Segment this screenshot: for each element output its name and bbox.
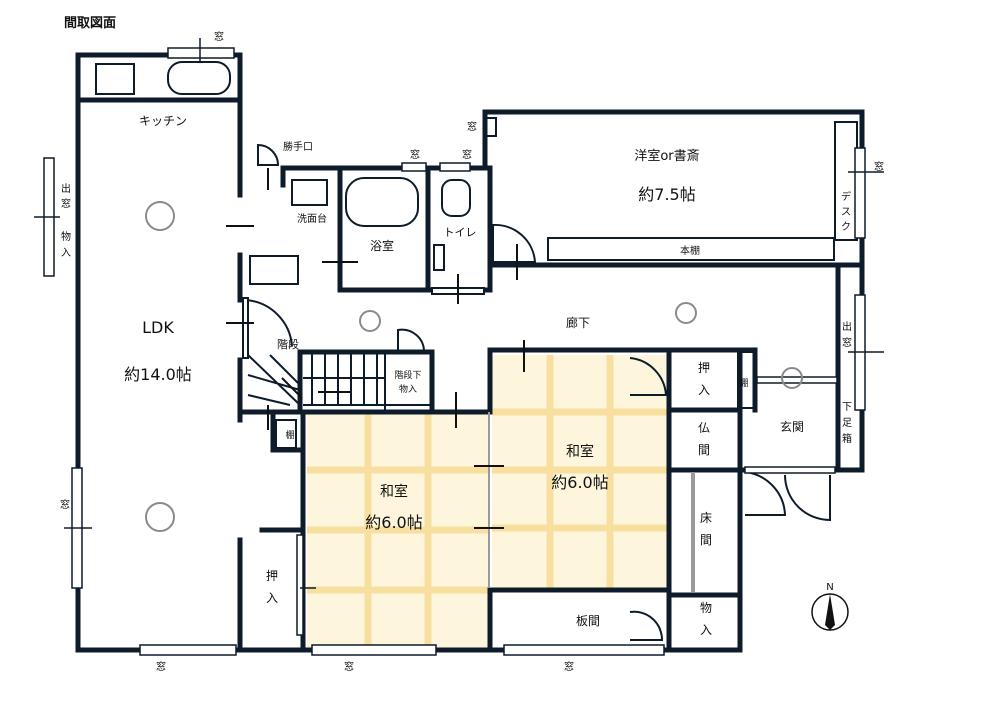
shoe-box-1: 下 — [842, 402, 852, 413]
tatami-floor-left — [307, 412, 489, 648]
stairs-label: 階段 — [277, 337, 299, 351]
tatami-room-left-label: 和室 — [380, 483, 408, 500]
ceiling-lights — [145, 201, 803, 532]
butsuma-label-bottom: 間 — [698, 443, 710, 457]
kitchen-label: キッチン — [139, 114, 187, 128]
tatami-room-left-size: 約6.0帖 — [365, 513, 422, 532]
tokonoma-label-bottom: 間 — [700, 533, 712, 547]
window-label-ldk-south: 窓 — [156, 660, 166, 673]
tatami-room-right-label: 和室 — [566, 443, 594, 460]
shoe-box-2: 足 — [842, 417, 852, 429]
desk-label-2: ス — [841, 207, 851, 218]
window-label-bath: 窓 — [410, 148, 420, 161]
window-label-itama-south: 窓 — [564, 660, 574, 673]
bay-window-1: 出 — [842, 320, 852, 333]
bath-label: 浴室 — [370, 238, 394, 253]
storage-label-top: 物 — [700, 601, 712, 615]
toilet-label: トイレ — [444, 226, 477, 239]
window-labels: 窓 窓 窓 窓 窓 窓 窓 窓 窓 — [60, 30, 884, 673]
closet-label-2-top: 押 — [266, 569, 278, 583]
washbasin-label: 洗面台 — [297, 212, 327, 225]
fixtures — [95, 61, 858, 592]
shelf-label-stairs: 棚 — [285, 429, 294, 441]
under-stairs-storage-label: 物入 — [399, 383, 417, 395]
window-label-western: 窓 — [467, 120, 477, 133]
windows — [34, 38, 884, 656]
desk-label-1: デ — [841, 190, 851, 203]
ldk-size: 約14.0帖 — [124, 365, 192, 384]
window-label-kitchen: 窓 — [214, 30, 224, 43]
closet-label-1-bottom: 入 — [698, 383, 710, 397]
closet-label-2-bottom: 入 — [266, 591, 278, 605]
bay-window-storage-2: 窓 — [61, 197, 71, 210]
closet-label-1-top: 押 — [698, 361, 710, 375]
window-label-tatami-south: 窓 — [344, 660, 354, 673]
butsuma-label-top: 仏 — [698, 421, 710, 435]
desk-label-3: ク — [841, 221, 851, 233]
drawing-title: 間取図面 — [64, 16, 117, 31]
shelf-label-entrance: 棚 — [739, 377, 748, 389]
bay-window-storage-3: 物 — [61, 230, 71, 243]
staircase — [247, 352, 432, 410]
shoe-box-3: 箱 — [842, 432, 852, 445]
window-label-east: 窓 — [874, 160, 884, 173]
tatami-floor-right — [492, 355, 669, 588]
bay-window-storage-1: 出 — [61, 182, 71, 195]
access-arrows — [226, 168, 525, 529]
tokonoma-label-top: 床 — [700, 511, 712, 525]
bookshelf-label: 本棚 — [680, 244, 700, 257]
bay-window-2: 窓 — [842, 336, 852, 349]
hallway-label: 廊下 — [566, 315, 590, 330]
under-stairs-label: 階段下 — [394, 369, 421, 381]
entrance-label: 玄関 — [780, 419, 804, 434]
western-room-label: 洋室or書斎 — [634, 148, 699, 164]
bay-window-storage-4: 入 — [61, 248, 71, 259]
north-compass: N — [811, 582, 849, 631]
room-labels: キッチン LDK 約14.0帖 洋室or書斎 約7.5帖 和室 約6.0帖 和室… — [61, 114, 852, 637]
storage-label-bottom: 入 — [700, 623, 712, 637]
north-label: N — [826, 582, 833, 593]
tatami-room-right-size: 約6.0帖 — [551, 473, 608, 492]
window-label-ldk-west: 窓 — [60, 498, 70, 511]
western-room-size: 約7.5帖 — [638, 185, 695, 204]
back-door-label: 勝手口 — [283, 140, 313, 153]
wood-floor-label: 板間 — [576, 614, 600, 628]
window-label-toilet: 窓 — [462, 148, 472, 161]
ldk-label: LDK — [142, 318, 174, 337]
